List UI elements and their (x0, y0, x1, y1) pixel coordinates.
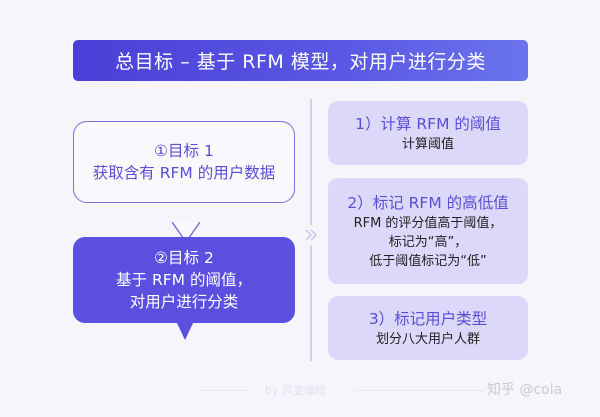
step-3-desc: 划分八大用户人群 (375, 331, 480, 347)
goal-2-callout: ②目标 2 基于 RFM 的阈值， 对用户进行分类 (73, 237, 295, 340)
step-3-card: 3）标记用户类型 划分八大用户人群 (328, 296, 528, 360)
step-2-desc-line-1: RFM 的评分值高于阈值， (353, 215, 503, 231)
goal-1-text: 获取含有 RFM 的用户数据 (92, 164, 276, 182)
main-goal-title: 总目标 – 基于 RFM 模型，对用户进行分类 (73, 40, 528, 81)
step-2-heading: 2）标记 RFM 的高低值 (347, 193, 509, 212)
goal-2-line-2: 对用户进行分类 (129, 293, 239, 311)
step-2-desc-line-3: 低于阈值标记为“低” (369, 253, 487, 269)
footer-byline: by 风变编程 (265, 384, 326, 397)
step-1-card: 1）计算 RFM 的阈值 计算阈值 (328, 101, 528, 165)
step-3-heading: 3）标记用户类型 (368, 309, 488, 328)
watermark: 知乎 @cola (487, 382, 563, 398)
callout-tail-icon (176, 321, 194, 341)
step-1-heading: 1）计算 RFM 的阈值 (355, 114, 501, 133)
footer-line-right (355, 390, 485, 391)
goal-2-line-1: 基于 RFM 的阈值， (116, 271, 252, 289)
step-1-desc: 计算阈值 (401, 136, 454, 152)
main-goal-title-text: 总目标 – 基于 RFM 模型，对用户进行分类 (115, 51, 486, 73)
goal-2-label: ②目标 2 (154, 249, 214, 267)
footer-line-left (200, 390, 250, 391)
step-2-card: 2）标记 RFM 的高低值 RFM 的评分值高于阈值， 标记为“高”， 低于阈值… (328, 178, 528, 284)
step-2-desc-line-2: 标记为“高”， (388, 234, 468, 250)
double-chevron-right-icon (302, 225, 320, 245)
goal-1-label: ①目标 1 (154, 142, 214, 160)
goal-1-callout: ①目标 1 获取含有 RFM 的用户数据 (73, 121, 295, 244)
